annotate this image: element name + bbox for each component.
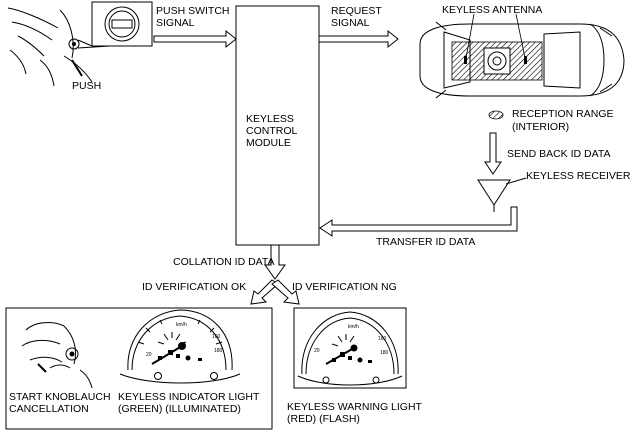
warning-light-label-line1: KEYLESS WARNING LIGHT xyxy=(287,401,423,413)
request-signal-label-line1: REQUEST xyxy=(331,5,382,17)
reception-range-label-line1: RECEPTION RANGE xyxy=(512,108,614,120)
indicator-light-label-line1: KEYLESS INDICATOR LIGHT xyxy=(118,391,260,403)
control-module-label-line3: MODULE xyxy=(246,137,291,149)
transfer-id-arrow xyxy=(319,206,518,237)
keyless-antenna-label: KEYLESS ANTENNA xyxy=(442,4,542,16)
send-back-id-label: SEND BACK ID DATA xyxy=(507,148,610,160)
collation-id-label: COLLATION ID DATA xyxy=(173,256,275,268)
verification-ng-label: ID VERIFICATION NG xyxy=(292,281,397,293)
indicator-gauge xyxy=(119,309,241,384)
reception-range-swatch xyxy=(488,110,504,120)
keyless-control-module-box xyxy=(235,5,320,246)
warning-gauge-tick-160: 160 xyxy=(378,336,387,342)
keyless-receiver-label: KEYLESS RECEIVER xyxy=(526,170,631,182)
reception-range-label-line2: (INTERIOR) xyxy=(512,121,569,133)
split-arrows xyxy=(250,279,300,305)
request-signal-arrow xyxy=(318,29,399,49)
warning-gauge-tick-20: 20 xyxy=(314,348,320,354)
start-knob-label-line2: CANCELLATION xyxy=(9,403,89,415)
push-switch-signal-arrow xyxy=(153,29,237,49)
indicator-gauge-tick-180: 180 xyxy=(214,348,223,354)
send-back-id-arrow xyxy=(484,132,502,175)
verification-ng-box xyxy=(293,307,407,389)
verification-ok-box xyxy=(5,307,273,430)
indicator-light-label-line2: (GREEN) (ILLUMINATED) xyxy=(118,403,241,415)
warning-light-label-line2: (RED) (FLASH) xyxy=(287,413,360,425)
verification-ok-label: ID VERIFICATION OK xyxy=(142,281,246,293)
warning-gauge-tick-180: 180 xyxy=(380,350,389,356)
push-switch-illustration xyxy=(7,1,153,87)
indicator-gauge-tick-160: 160 xyxy=(212,334,221,340)
push-switch-signal-label-line2: SIGNAL xyxy=(156,17,195,29)
warning-gauge xyxy=(297,311,403,386)
start-knob-label-line1: START KNOBLAUCH xyxy=(9,391,111,403)
push-switch-signal-label-line1: PUSH SWITCH xyxy=(156,5,230,17)
car-top-view xyxy=(419,13,625,99)
indicator-gauge-tick-20: 20 xyxy=(146,352,152,358)
push-label: PUSH xyxy=(72,80,101,92)
indicator-gauge-unit: km/h xyxy=(176,322,187,328)
transfer-id-label: TRANSFER ID DATA xyxy=(376,236,475,248)
control-module-label-line1: KEYLESS xyxy=(246,113,294,125)
collation-id-arrow xyxy=(264,244,286,280)
steering-wheel-illustration xyxy=(21,322,93,389)
keyless-receiver xyxy=(477,177,527,212)
warning-gauge-unit: km/h xyxy=(348,324,359,330)
control-module-label-line2: CONTROL xyxy=(246,125,297,137)
request-signal-label-line2: SIGNAL xyxy=(331,17,370,29)
